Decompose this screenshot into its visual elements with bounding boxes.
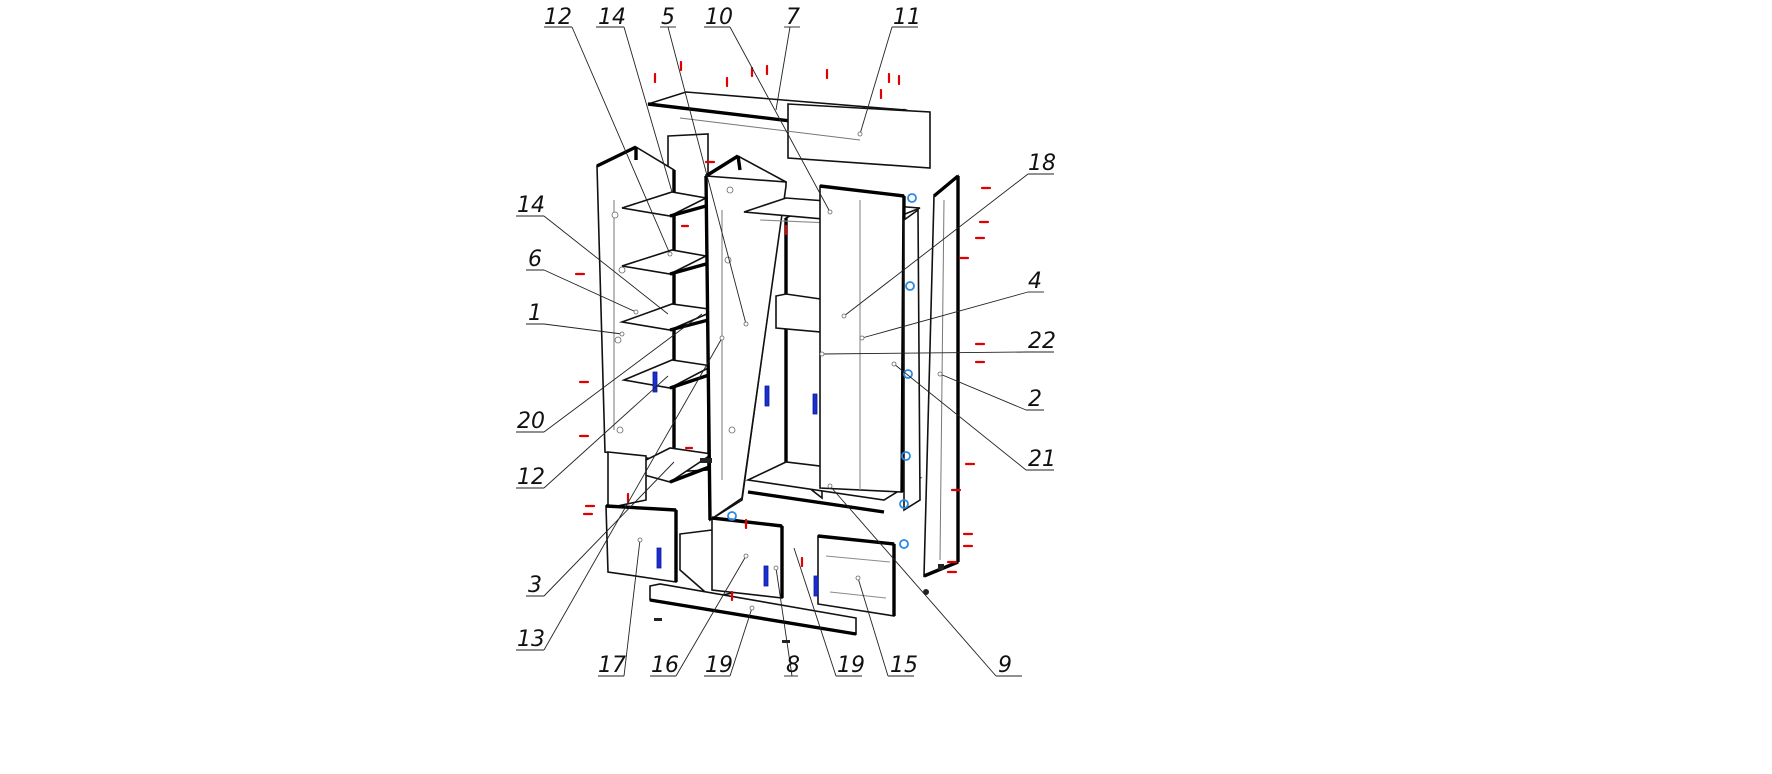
callout-19-left: 19 (705, 653, 733, 678)
callout-14-top: 14 (598, 5, 626, 30)
callout-2: 2 (1028, 387, 1042, 412)
callout-15: 15 (890, 653, 918, 678)
callout-labels: 12 14 5 10 7 11 18 14 6 1 4 22 2 20 21 1… (517, 5, 1056, 678)
callout-7: 7 (786, 5, 800, 30)
callout-8: 8 (786, 653, 800, 678)
callout-5: 5 (661, 5, 675, 30)
callout-11: 11 (893, 5, 921, 30)
callout-3: 3 (528, 573, 542, 598)
callout-17: 17 (598, 653, 626, 678)
callout-10: 10 (705, 5, 733, 30)
lower-drawer-left (605, 504, 678, 583)
callout-19-right: 19 (837, 653, 865, 678)
callout-21: 21 (1028, 447, 1056, 472)
leader-lines (516, 26, 1054, 677)
hinges (727, 193, 917, 549)
lower-left-panel (607, 451, 647, 509)
callout-12-left: 12 (517, 465, 545, 490)
fasteners (574, 60, 992, 602)
callout-20: 20 (517, 409, 545, 434)
callout-1: 1 (528, 301, 542, 326)
callout-13: 13 (517, 627, 545, 652)
callout-12-top: 12 (544, 5, 572, 30)
callout-4: 4 (1028, 269, 1042, 294)
door-handles (652, 371, 819, 597)
leader-endpoints (619, 131, 943, 611)
callout-14-left: 14 (517, 193, 545, 218)
inner-right-panel (903, 208, 921, 512)
callout-18: 18 (1028, 151, 1056, 176)
callout-9: 9 (998, 653, 1012, 678)
callout-22: 22 (1028, 329, 1056, 354)
callout-6: 6 (528, 247, 542, 272)
callout-16: 16 (651, 653, 679, 678)
lower-drawer-right (817, 534, 896, 617)
